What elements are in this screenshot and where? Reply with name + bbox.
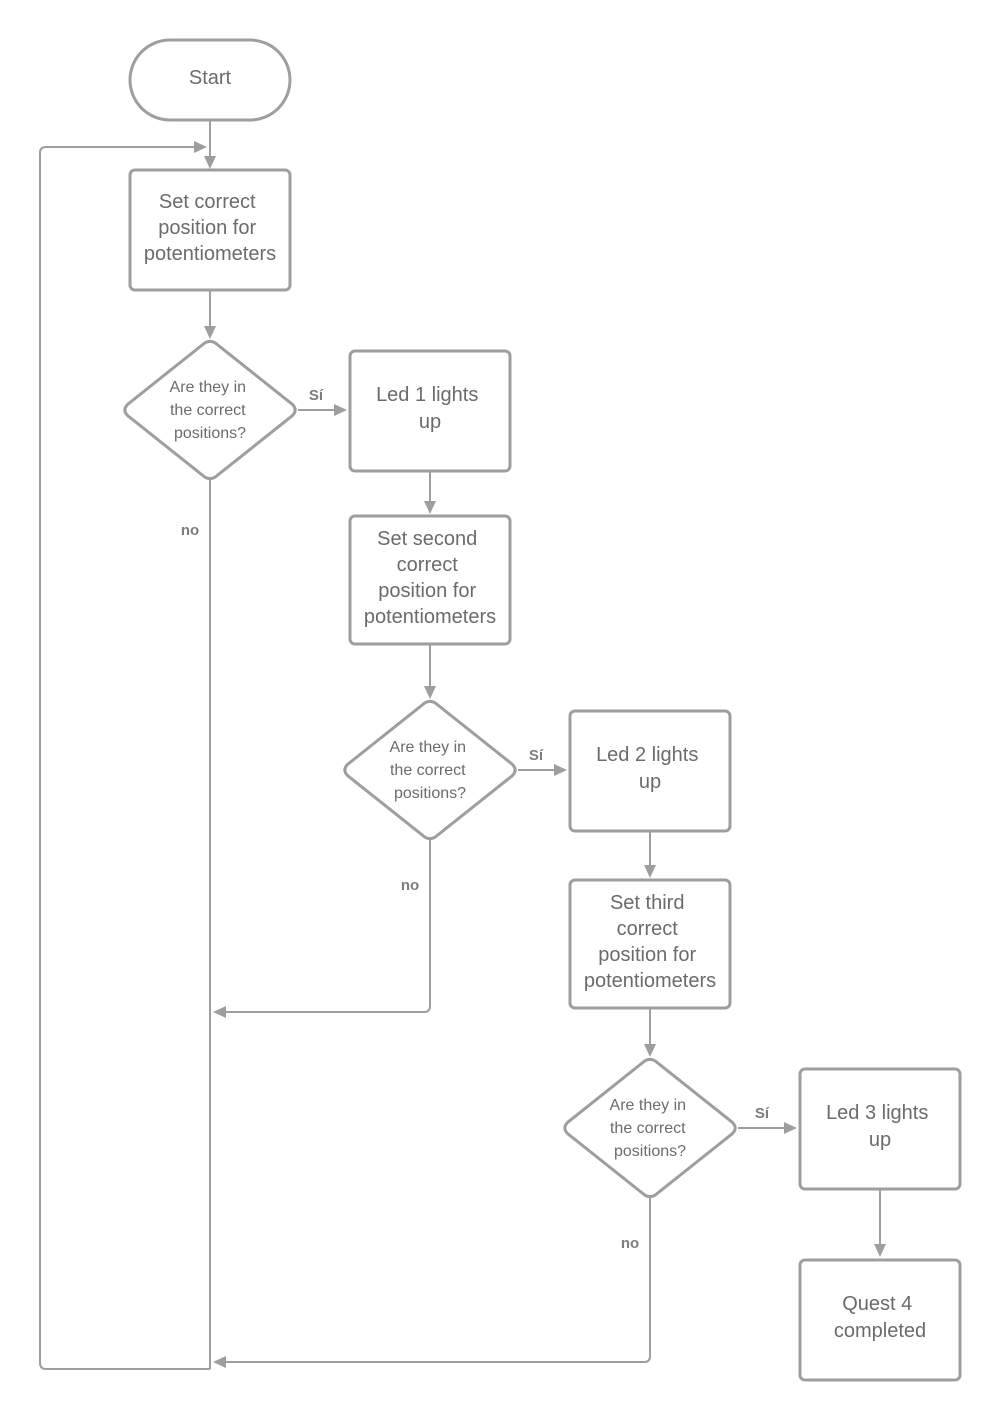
edges xyxy=(39,121,886,1370)
arrowhead xyxy=(194,141,207,153)
edge-label-no-3: no xyxy=(621,1235,639,1252)
node-q1: Are they in the correct positions? xyxy=(123,339,297,481)
node-set1: Set correct position for potentiometers xyxy=(128,168,292,292)
arrowhead xyxy=(334,404,347,416)
arrowhead xyxy=(644,1044,656,1057)
node-led1-label: Led 1 lights up xyxy=(376,384,484,433)
node-done: Quest 4 completed xyxy=(798,1258,962,1382)
node-led1: Led 1 lights up xyxy=(348,349,512,473)
edge-label-no-1: no xyxy=(181,522,199,539)
node-set3: Set third correct position for potentiom… xyxy=(568,878,732,1010)
node-led3: Led 3 lights up xyxy=(798,1067,962,1191)
edge-label-yes-1: Sí xyxy=(309,387,324,404)
arrowhead xyxy=(204,156,216,169)
node-set2-label: Set second correct position for potentio… xyxy=(364,528,496,628)
node-set2: Set second correct position for potentio… xyxy=(348,514,512,646)
arrowhead xyxy=(424,501,436,514)
arrowhead xyxy=(874,1244,886,1257)
arrowhead xyxy=(213,1006,226,1018)
edge-loop-back xyxy=(39,146,210,1370)
node-set1-label: Set correct position for potentiometers xyxy=(144,191,276,265)
node-led2: Led 2 lights up xyxy=(568,709,732,833)
node-q1-label: Are they in the correct positions? xyxy=(170,379,251,442)
node-led2-label: Led 2 lights up xyxy=(596,744,704,793)
node-done-label: Quest 4 completed xyxy=(834,1293,926,1342)
edge-label-yes-2: Sí xyxy=(529,747,544,764)
node-q2-label: Are they in the correct positions? xyxy=(390,739,471,802)
node-start-label: Start xyxy=(189,67,232,89)
node-set3-label: Set third correct position for potentiom… xyxy=(584,892,716,992)
arrowhead xyxy=(204,326,216,339)
arrowhead xyxy=(424,686,436,699)
arrowhead xyxy=(554,764,567,776)
node-q3: Are they in the correct positions? xyxy=(563,1057,737,1199)
edge-q2-no xyxy=(224,840,431,1013)
node-start: Start xyxy=(128,38,292,122)
edge-label-yes-3: Sí xyxy=(755,1105,770,1122)
arrowhead xyxy=(784,1122,797,1134)
node-q3-label: Are they in the correct positions? xyxy=(610,1097,691,1160)
arrowhead xyxy=(213,1356,226,1368)
node-q2: Are they in the correct positions? xyxy=(343,699,517,841)
edge-q3-no xyxy=(224,1198,651,1363)
node-led3-label: Led 3 lights up xyxy=(826,1102,934,1151)
edge-label-no-2: no xyxy=(401,877,419,894)
arrowhead xyxy=(644,865,656,878)
